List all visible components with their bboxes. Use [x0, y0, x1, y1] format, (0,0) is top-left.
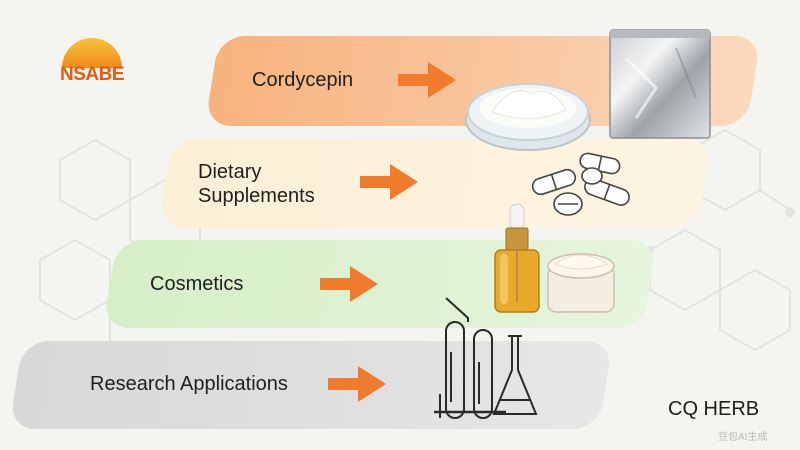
cream-jar-icon: [547, 253, 615, 313]
test-tube-icon: [434, 297, 538, 419]
sun-icon: [62, 38, 122, 68]
petri-dish-icon: [465, 83, 591, 151]
flask-icon: [492, 335, 538, 415]
step-label-cordycepin: Cordycepin: [252, 69, 354, 91]
arrow-right-icon: [328, 366, 386, 402]
brand-name: CQ HERB: [668, 398, 760, 420]
dropper-bottle-icon: [494, 203, 540, 313]
step-label-cosmetics: Cosmetics: [150, 273, 244, 295]
step-label-dietary-supplements: Dietary Supplements: [198, 161, 315, 207]
capsule-icon: [531, 152, 630, 216]
arrow-right-icon: [320, 266, 378, 302]
watermark: 豆包AI生成: [718, 432, 768, 443]
arrow-right-icon: [398, 62, 456, 98]
arrow-right-icon: [360, 164, 418, 200]
step-label-research-applications: Research Applications: [90, 373, 288, 395]
logo-text: NSABE: [59, 64, 125, 85]
logo[interactable]: NSABE: [44, 30, 140, 90]
foil-pouch-icon: [609, 29, 711, 139]
